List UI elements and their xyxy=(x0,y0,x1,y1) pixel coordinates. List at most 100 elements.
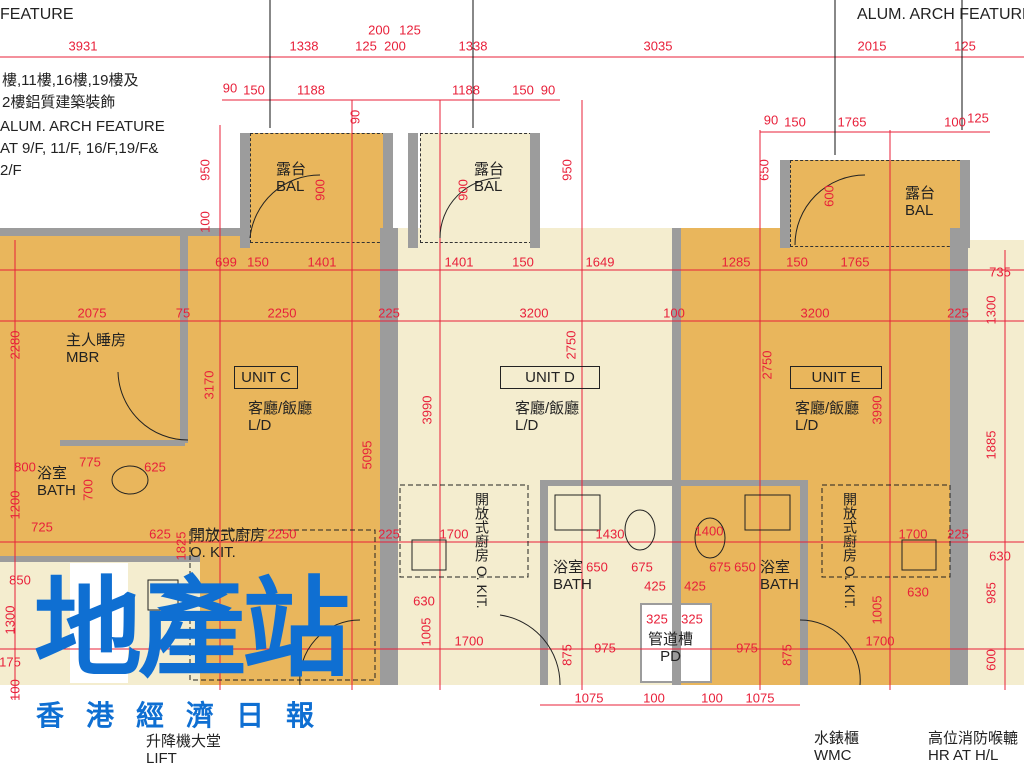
dimension-label: 1401 xyxy=(444,254,474,270)
unit-e-label: UNIT E xyxy=(790,366,882,389)
dimension-label: 100 xyxy=(944,114,966,130)
hr-zh: 高位消防喉轆 xyxy=(928,730,1019,747)
wall xyxy=(240,133,250,248)
dimension-label: 975 xyxy=(594,640,616,656)
bath-zh: 浴室 xyxy=(553,559,584,576)
wall xyxy=(530,133,540,248)
wall xyxy=(180,228,188,443)
dimension-label: 1300 xyxy=(2,605,18,635)
dimension-label: 600 xyxy=(821,185,837,207)
dimension-label: 2750 xyxy=(563,330,579,360)
dimension-label: 1649 xyxy=(585,254,615,270)
dimension-label: 600 xyxy=(983,649,999,671)
bath-zh: 浴室 xyxy=(37,465,68,482)
dimension-label: 150 xyxy=(512,82,534,98)
dimension-label: 3990 xyxy=(419,395,435,425)
dimension-label: 125 xyxy=(399,22,421,38)
dimension-label: 985 xyxy=(983,582,999,604)
bath-d-area xyxy=(545,485,640,685)
dimension-label: 1700 xyxy=(439,526,469,542)
lift-en: LIFT xyxy=(146,749,177,767)
dimension-label: 2250 xyxy=(267,305,297,321)
dimension-label: 875 xyxy=(559,644,575,666)
dimension-label: 630 xyxy=(413,593,435,609)
dimension-label: 1188 xyxy=(297,82,325,98)
note-en-1: ALUM. ARCH FEATURE xyxy=(0,118,165,135)
wmc-zh: 水錶櫃 xyxy=(814,730,860,747)
dimension-label: 425 xyxy=(684,578,706,594)
kit-en: O. KIT. xyxy=(474,565,490,609)
dimension-label: 625 xyxy=(144,459,166,475)
hr-en: HR AT H/L xyxy=(928,746,999,764)
dimension-label: 625 xyxy=(149,526,171,542)
dimension-label: 2250 xyxy=(267,526,297,542)
dimension-label: 100 xyxy=(701,690,723,706)
dimension-label: 875 xyxy=(779,644,795,666)
note-zh-2: 2樓鋁質建築裝飾 xyxy=(2,94,116,111)
wall xyxy=(0,228,250,236)
note-en-2: AT 9/F, 11/F, 16/F,19/F& xyxy=(0,140,159,157)
dimension-label: 1885 xyxy=(983,430,999,460)
feature-note-right: ALUM. ARCH FEATURE xyxy=(857,6,1024,23)
dimension-label: 950 xyxy=(559,159,575,181)
wall xyxy=(780,160,790,248)
dimension-label: 650 xyxy=(586,559,608,575)
dimension-label: 3931 xyxy=(68,38,98,54)
dimension-label: 1400 xyxy=(694,523,724,539)
dimension-label: 100 xyxy=(197,211,213,233)
wall xyxy=(383,133,393,248)
bath-en: BATH xyxy=(760,575,799,593)
mbr-en: MBR xyxy=(66,348,100,366)
dimension-label: 1430 xyxy=(595,526,625,542)
dimension-label: 100 xyxy=(7,679,23,701)
dimension-label: 225 xyxy=(947,305,969,321)
dimension-label: 100 xyxy=(643,690,665,706)
dimension-label: 699 xyxy=(215,254,237,270)
feature-note: FEATURE xyxy=(0,6,74,23)
dimension-label: 775 xyxy=(79,454,101,470)
logo-main: 地產站 xyxy=(34,568,350,689)
dimension-label: 975 xyxy=(736,640,758,656)
dimension-label: 650 xyxy=(756,159,772,181)
dimension-label: 1075 xyxy=(745,690,775,706)
balcony-d xyxy=(420,133,532,243)
note-zh-1: 樓,11樓,16樓,19樓及 xyxy=(2,72,139,89)
dimension-label: 735 xyxy=(989,264,1011,280)
balcony-e xyxy=(790,160,970,247)
balcony-zh: 露台 xyxy=(276,161,307,178)
lift-zh: 升降機大堂 xyxy=(146,733,222,750)
wall xyxy=(408,133,418,248)
dimension-label: 125 xyxy=(954,38,976,54)
dimension-label: 700 xyxy=(80,479,96,501)
dimension-label: 2075 xyxy=(77,305,107,321)
dimension-label: 100 xyxy=(663,305,685,321)
balcony-zh: 露台 xyxy=(905,185,936,202)
dimension-label: 1188 xyxy=(452,82,480,98)
lift-shaft xyxy=(70,563,128,683)
dimension-label: 3170 xyxy=(201,370,217,400)
dimension-label: 2280 xyxy=(7,330,23,360)
wall xyxy=(545,480,805,486)
dimension-label: 1765 xyxy=(840,254,870,270)
ld-zh: 客廳/飯廳 xyxy=(248,400,313,417)
balcony-c xyxy=(250,133,385,243)
dimension-label: 725 xyxy=(31,519,53,535)
wmc-en: WMC xyxy=(814,746,852,764)
dimension-label: 90 xyxy=(763,112,779,128)
unit-d-label: UNIT D xyxy=(500,366,600,389)
dimension-label: 125 xyxy=(967,110,989,126)
dimension-label: 630 xyxy=(989,548,1011,564)
unit-c-label: UNIT C xyxy=(234,366,298,389)
dimension-label: 90 xyxy=(347,109,363,125)
